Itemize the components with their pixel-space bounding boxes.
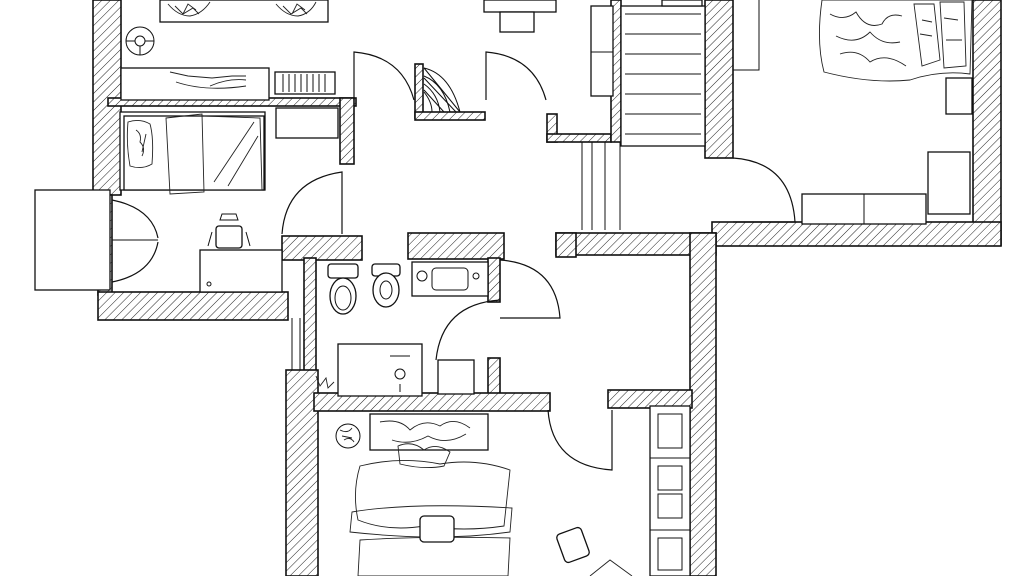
steering-wheel-icon	[125, 26, 155, 56]
wardrobe	[590, 5, 614, 97]
toilet-icon	[327, 263, 359, 315]
top-right-bedroom	[732, 0, 973, 225]
bottom-bedroom	[335, 405, 691, 576]
bed-icon	[123, 113, 265, 195]
chair-icon	[556, 526, 633, 576]
study-desk	[199, 249, 283, 293]
door-icon	[732, 157, 796, 223]
entrance	[34, 189, 283, 293]
sink-icon	[411, 261, 489, 297]
bed-icon	[349, 413, 513, 576]
entry-door-frame	[34, 189, 111, 291]
cabinet	[437, 359, 475, 395]
radiator	[274, 71, 336, 95]
door-icon	[353, 51, 415, 101]
office-room	[120, 0, 336, 101]
door-icon	[547, 409, 613, 471]
bed-icon	[818, 0, 973, 82]
nightstand	[275, 107, 339, 139]
plant-icon	[335, 423, 361, 449]
left-bedroom	[119, 107, 339, 195]
plant-icon	[315, 375, 335, 389]
chair-icon	[207, 213, 251, 249]
cabinet	[120, 67, 270, 101]
nightstand	[945, 77, 973, 115]
central-hall	[281, 0, 621, 361]
door-icon	[499, 259, 561, 319]
wardrobe	[649, 405, 691, 576]
bidet-icon	[371, 263, 401, 308]
staircase-icon	[423, 67, 461, 113]
bathroom	[291, 261, 489, 397]
door-icon	[485, 51, 547, 101]
staircase-icon	[620, 0, 760, 147]
chair-icon	[167, 1, 317, 17]
door-icon	[281, 171, 343, 235]
dresser	[927, 151, 971, 215]
window-icon	[291, 318, 301, 370]
desk	[159, 0, 329, 23]
window-icon	[581, 142, 621, 230]
shower-icon	[337, 343, 423, 397]
dining-table	[483, 0, 557, 13]
